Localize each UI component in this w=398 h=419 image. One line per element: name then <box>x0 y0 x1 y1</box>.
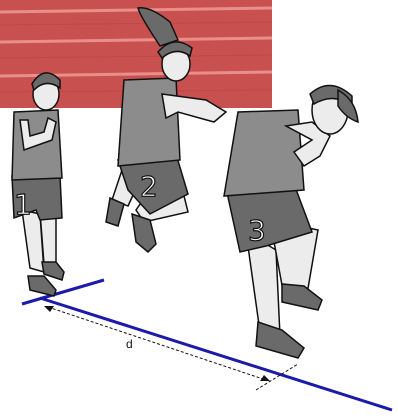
distance-label: d <box>126 337 133 351</box>
athlete-phase-3: 3 <box>224 85 358 358</box>
measurement-line <box>40 298 392 410</box>
distance-arrow <box>48 307 266 380</box>
arrow-head-start <box>44 306 54 312</box>
arrow-head-end <box>260 375 270 381</box>
phase-label-2: 2 <box>140 170 158 203</box>
phase-label-1: 1 <box>14 188 32 221</box>
ground-lines: d <box>22 280 392 410</box>
phase-label-3: 3 <box>248 214 266 247</box>
